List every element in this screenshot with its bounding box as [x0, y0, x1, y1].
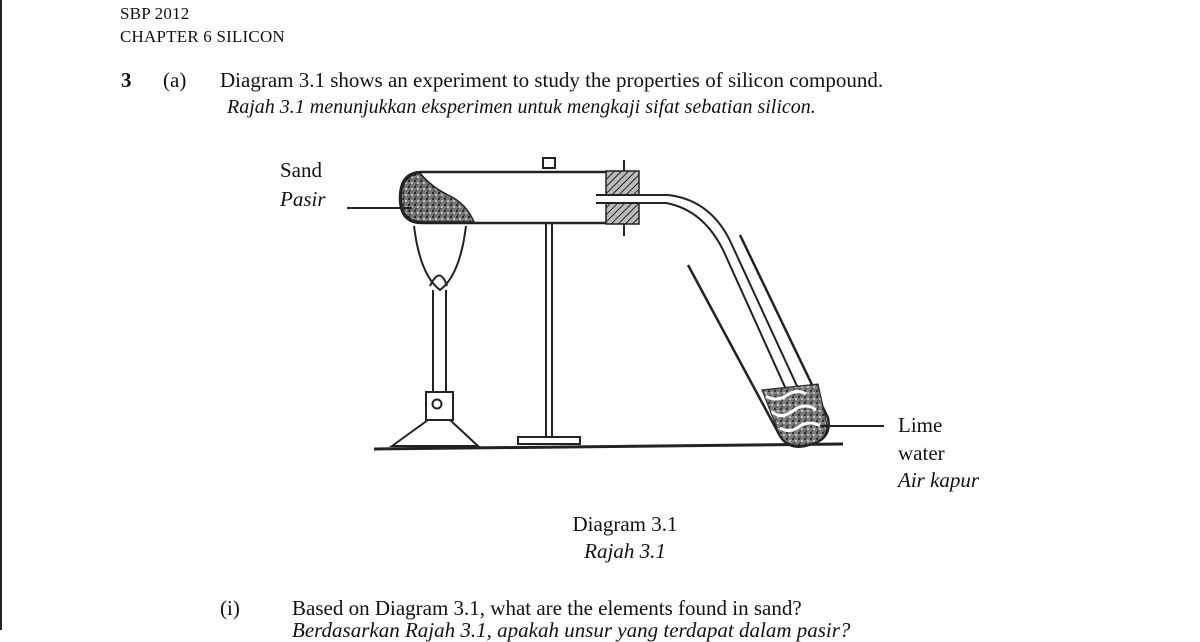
label-limewater-malay: Air kapur	[898, 468, 980, 492]
question-number: 3	[121, 68, 132, 92]
delivery-tube	[596, 194, 821, 439]
page-left-border	[0, 0, 2, 630]
label-water: water	[898, 441, 945, 465]
bench-line	[373, 442, 844, 451]
header-chapter-title: CHAPTER 6 SILICON	[120, 27, 285, 46]
label-lime: Lime	[898, 413, 943, 437]
label-sand-malay: Pasir	[280, 187, 326, 211]
label-sand: Sand	[280, 158, 322, 182]
question-translation: Rajah 3.1 menunjukkan eksperimen untuk m…	[227, 96, 816, 118]
sub-question-translation: Berdasarkan Rajah 3.1, apakah unsur yang…	[292, 618, 851, 642]
sub-question-label: (i)	[220, 596, 240, 620]
sub-question-text: Based on Diagram 3.1, what are the eleme…	[292, 596, 802, 620]
header-exam-title: SBP 2012	[120, 4, 190, 23]
question-text: Diagram 3.1 shows an experiment to study…	[220, 68, 884, 92]
burner-flame	[413, 225, 467, 292]
question-part: (a)	[163, 68, 187, 92]
rubber-stopper	[605, 170, 640, 225]
diagram-caption: Diagram 3.1	[572, 512, 678, 536]
sand-sample	[400, 172, 476, 223]
bunsen-burner	[388, 290, 481, 447]
diagram-caption-malay: Rajah 3.1	[584, 539, 666, 563]
